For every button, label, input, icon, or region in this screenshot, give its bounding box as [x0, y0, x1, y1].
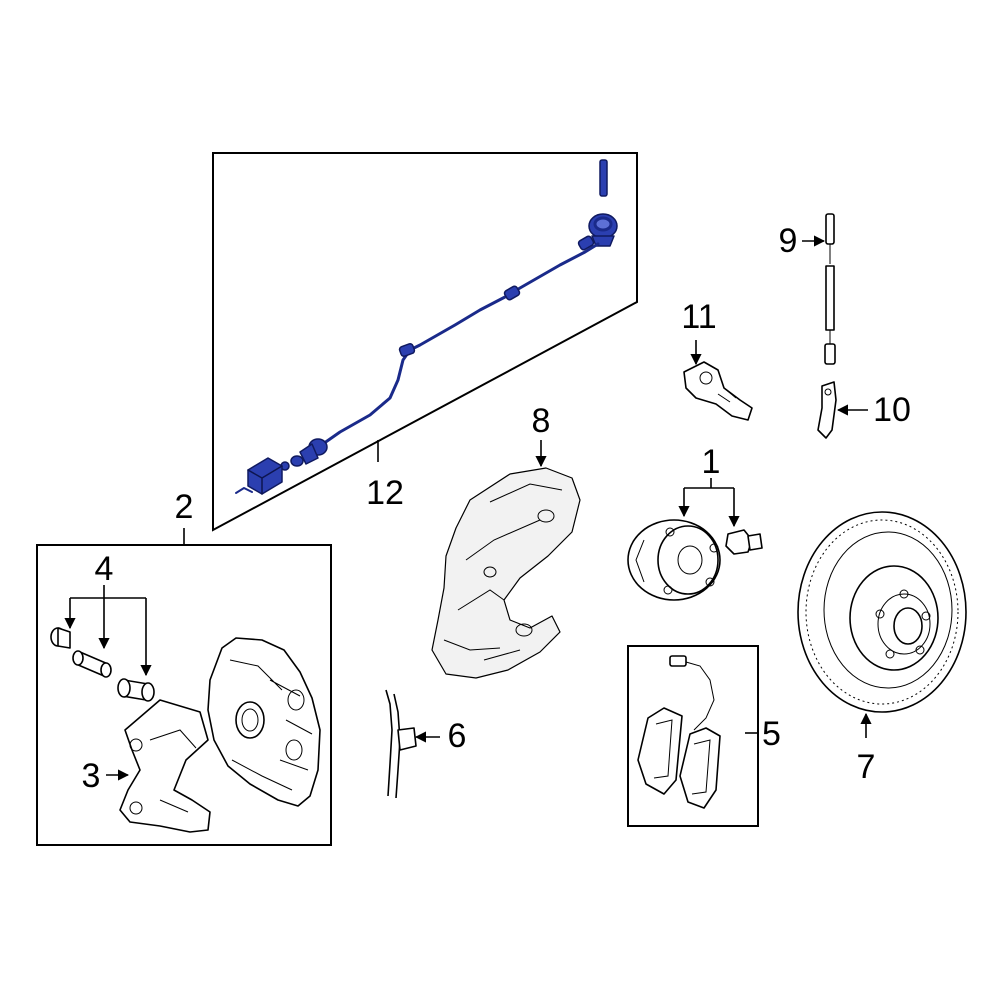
caliper-inset-box — [36, 528, 332, 846]
pads-inset-box — [627, 645, 759, 827]
callout-7: 7 — [857, 748, 876, 786]
callout-1-leader — [678, 478, 740, 528]
callout-5: 5 — [762, 715, 781, 753]
hub-bolt[interactable] — [725, 529, 763, 555]
guide-bushing[interactable] — [117, 678, 155, 702]
sensor-bracket[interactable] — [683, 361, 753, 421]
splash-shield[interactable] — [431, 467, 581, 679]
callout-10: 10 — [873, 391, 911, 429]
callout-11: 11 — [681, 298, 716, 336]
guide-pin-cap[interactable] — [50, 627, 71, 649]
brake-pad-outer[interactable] — [679, 727, 721, 809]
callout-1: 1 — [702, 443, 721, 481]
callout-6: 6 — [448, 717, 467, 755]
callout-8: 8 — [532, 402, 551, 440]
wear-sensor-bracket[interactable] — [817, 381, 837, 439]
brake-pad-inner[interactable] — [637, 707, 683, 795]
callout-2: 2 — [175, 488, 194, 526]
pad-spring-clip[interactable] — [385, 689, 417, 799]
wheel-hub[interactable] — [627, 519, 721, 601]
callout-4-leader — [64, 585, 152, 677]
caliper-housing[interactable] — [207, 637, 321, 807]
sensor-inset-box — [212, 152, 638, 532]
guide-pin[interactable] — [72, 650, 112, 678]
callout-12: 12 — [366, 474, 404, 512]
callout-9: 9 — [779, 222, 798, 260]
callout-3: 3 — [82, 757, 101, 795]
brake-rotor[interactable] — [797, 511, 967, 713]
callout-4: 4 — [95, 550, 114, 588]
wear-sensor[interactable] — [824, 213, 836, 365]
caliper-bracket[interactable] — [119, 699, 211, 833]
wheel-speed-sensor[interactable] — [235, 159, 618, 495]
pad-wear-wire[interactable] — [669, 655, 715, 731]
